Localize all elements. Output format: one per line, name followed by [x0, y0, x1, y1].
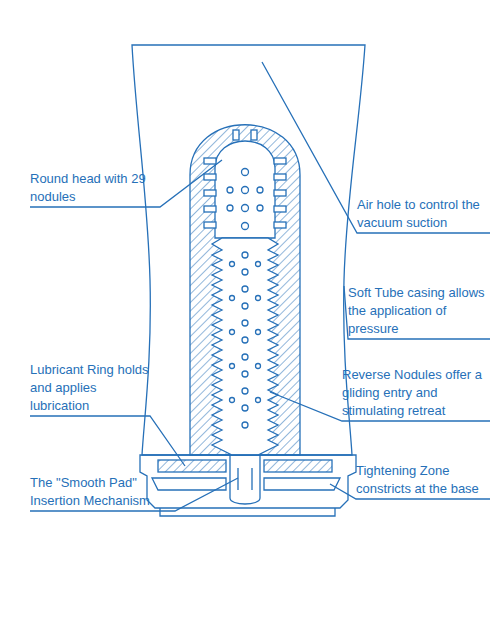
callout-label: Tightening Zone constricts at the base	[356, 462, 496, 498]
callout-label: Soft Tube casing allows the application …	[348, 284, 488, 338]
channel-nodules	[230, 252, 261, 428]
head-nodules	[204, 130, 286, 230]
smooth-pad	[238, 468, 252, 490]
callout-label: Air hole to control the vacuum suction	[357, 196, 492, 232]
lubricant-ring	[158, 460, 226, 472]
lubricant-ring	[264, 460, 332, 472]
leader-line	[30, 160, 222, 207]
callout-label: Lubricant Ring holds and applies lubrica…	[30, 361, 158, 415]
tightening-zone	[152, 478, 340, 490]
inner-sleeve	[190, 125, 300, 455]
leader-line	[30, 416, 185, 466]
callout-label: Reverse Nodules offer a gliding entry an…	[342, 366, 492, 420]
callout-label: The "Smooth Pad" Insertion Mechanism	[30, 474, 178, 510]
head-cavity	[215, 141, 275, 238]
base-rim	[160, 508, 335, 516]
outer-casing	[132, 45, 365, 455]
base-cap	[140, 455, 356, 508]
ribbed-channel	[212, 238, 278, 455]
callout-label: Round head with 29 nodules	[30, 170, 160, 206]
